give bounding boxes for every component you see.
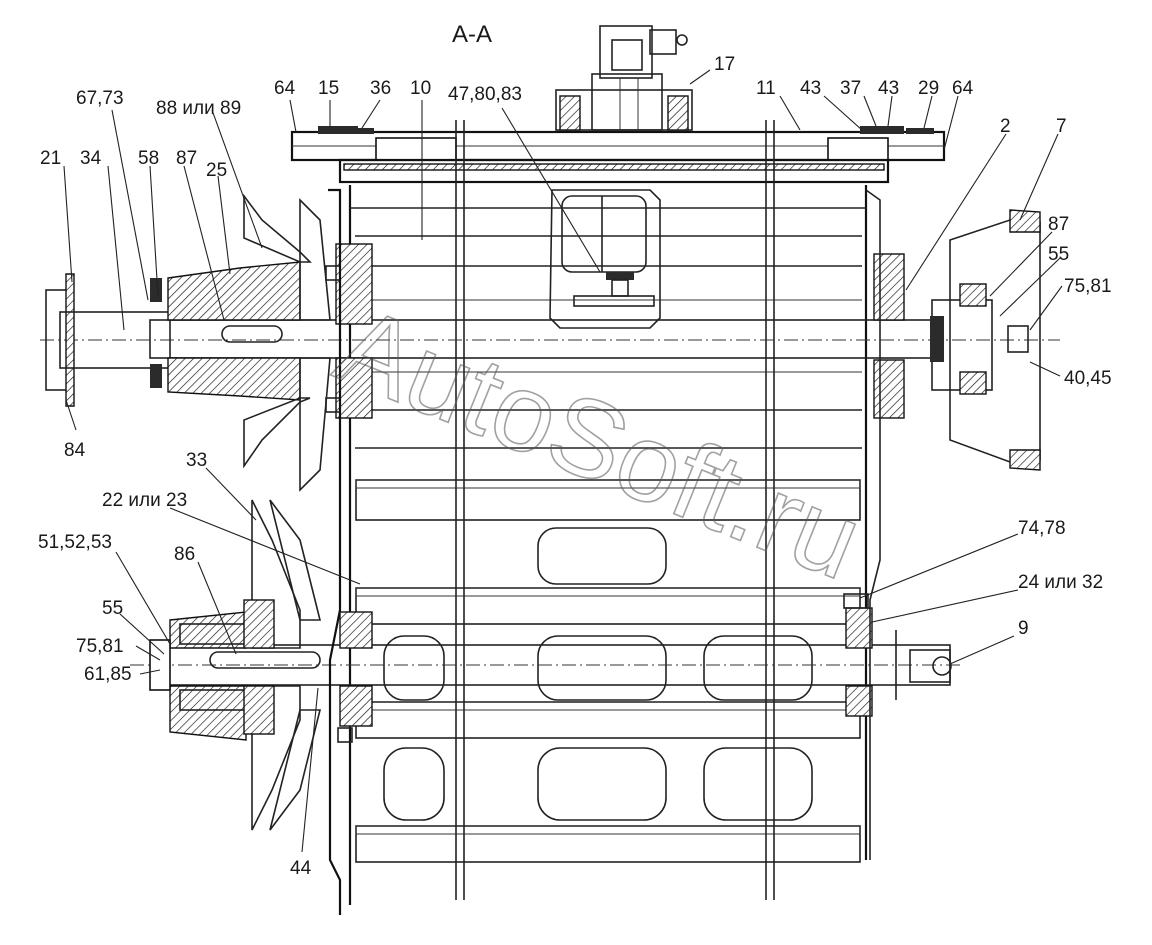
callout-9: 9 xyxy=(1018,618,1029,639)
callout-37: 37 xyxy=(840,78,861,99)
top-frame-rail xyxy=(290,126,946,184)
callout-55-left: 55 xyxy=(102,598,123,619)
callout-64-left: 64 xyxy=(274,78,296,99)
callout-22-23: 22 или 23 xyxy=(102,490,187,511)
callout-75-81-right: 75,81 xyxy=(1064,276,1112,297)
callout-10: 10 xyxy=(410,78,431,99)
callout-24-32: 24 или 32 xyxy=(1018,572,1103,593)
callout-58: 58 xyxy=(138,148,159,169)
callouts: 64 15 36 10 47,80,83 17 11 43 37 43 29 6… xyxy=(38,54,1112,879)
callout-34: 34 xyxy=(80,148,102,169)
callout-11: 11 xyxy=(756,78,776,99)
right-side-panel xyxy=(865,189,881,860)
callout-15: 15 xyxy=(318,78,339,99)
callout-47-80-83: 47,80,83 xyxy=(448,84,522,105)
callout-75-81-left: 75,81 xyxy=(76,636,124,657)
leader-lines xyxy=(63,69,1063,853)
callout-29: 29 xyxy=(918,78,939,99)
callout-74-78: 74,78 xyxy=(1018,518,1066,539)
callout-17: 17 xyxy=(714,54,735,75)
left-side-panel xyxy=(328,188,342,915)
callout-21: 21 xyxy=(40,148,61,169)
lower-shaft xyxy=(130,499,960,831)
watermark: AutoSoft.ru xyxy=(321,283,877,603)
callout-44: 44 xyxy=(290,858,312,879)
upper-shaft xyxy=(40,193,1060,492)
inner-motor-window xyxy=(549,189,661,329)
callout-64-right: 64 xyxy=(952,78,974,99)
callout-87-right: 87 xyxy=(1048,214,1069,235)
callout-40-45: 40,45 xyxy=(1064,368,1112,389)
callout-55-right: 55 xyxy=(1048,244,1069,265)
callout-43-b: 43 xyxy=(878,78,899,99)
callout-51-52-53: 51,52,53 xyxy=(38,532,112,553)
callout-87-left: 87 xyxy=(176,148,197,169)
callout-67-73: 67,73 xyxy=(76,88,124,109)
callout-61-85: 61,85 xyxy=(84,664,132,685)
callout-36: 36 xyxy=(370,78,391,99)
callout-84: 84 xyxy=(64,440,86,461)
callout-2: 2 xyxy=(1000,116,1011,137)
callout-33: 33 xyxy=(186,450,207,471)
callout-25: 25 xyxy=(206,160,227,181)
callout-88-89: 88 или 89 xyxy=(156,98,241,119)
callout-86: 86 xyxy=(174,544,195,565)
top-mounted-unit xyxy=(555,25,693,131)
callout-43-a: 43 xyxy=(800,78,821,99)
callout-7: 7 xyxy=(1056,116,1067,137)
section-title: А-А xyxy=(452,21,492,48)
